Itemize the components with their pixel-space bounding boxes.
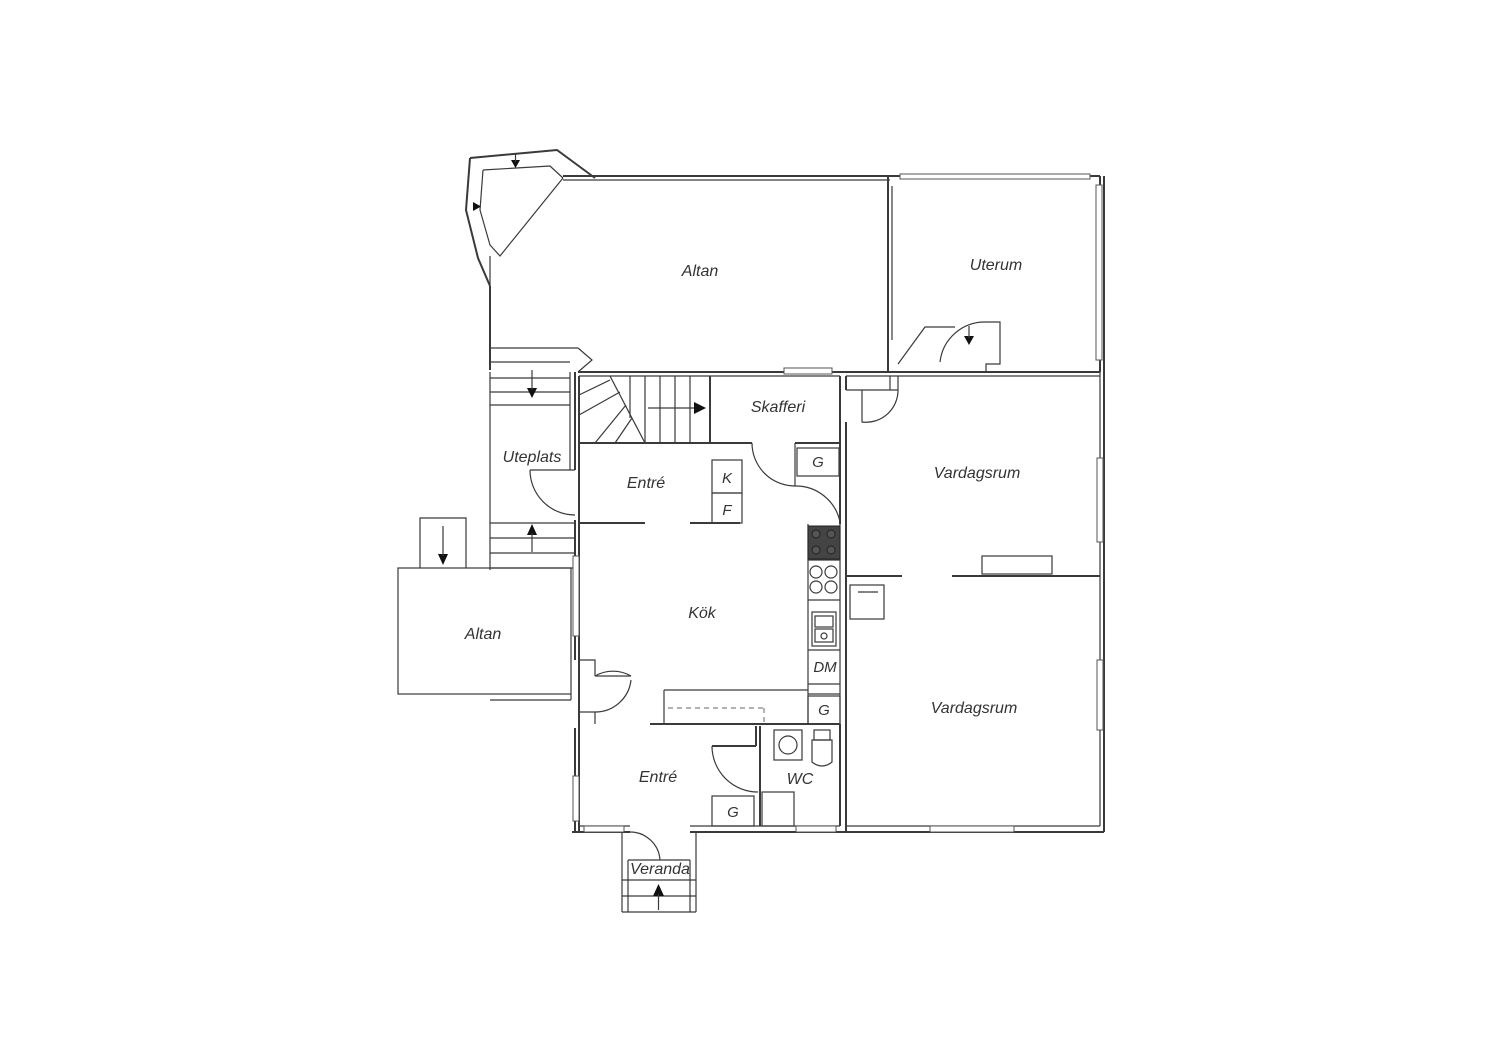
room-label-altan-top: Altan bbox=[681, 263, 719, 280]
fixture-label-k: K bbox=[722, 470, 733, 487]
windows bbox=[572, 367, 1104, 833]
room-label-altan-left: Altan bbox=[464, 626, 502, 643]
arrow-down-icon bbox=[964, 336, 974, 345]
room-label-entre-upper: Entré bbox=[627, 475, 665, 492]
arrow-down-icon bbox=[527, 388, 537, 398]
fixture-label-f: F bbox=[722, 502, 732, 519]
room-label-vardagsrum-upper: Vardagsrum bbox=[934, 465, 1021, 482]
interior-walls bbox=[579, 376, 1100, 832]
room-label-wc: WC bbox=[787, 771, 814, 788]
room-label-veranda: Veranda bbox=[630, 861, 690, 878]
room-label-uterum: Uterum bbox=[970, 257, 1022, 274]
room-label-skafferi: Skafferi bbox=[751, 399, 806, 416]
room-label-uteplats: Uteplats bbox=[503, 449, 562, 466]
interior-staircase bbox=[578, 375, 696, 444]
house-walls bbox=[572, 176, 1105, 833]
fixture-label-g-skafferi: G bbox=[812, 454, 824, 471]
arrow-down-icon bbox=[438, 554, 448, 565]
room-label-vardagsrum-lower: Vardagsrum bbox=[931, 700, 1018, 717]
door-swings bbox=[529, 376, 899, 861]
arrow-right-icon bbox=[473, 202, 481, 211]
altan-left-outline bbox=[397, 517, 572, 701]
arrow-down-icon bbox=[511, 160, 520, 168]
room-label-kok: Kök bbox=[688, 605, 717, 622]
stove bbox=[807, 525, 841, 594]
arrow-right-icon bbox=[694, 402, 706, 414]
kitchen-sink bbox=[811, 611, 837, 647]
uterum-outline bbox=[897, 173, 1103, 372]
uteplats-stairs-upper bbox=[489, 347, 593, 570]
room-label-entre-lower: Entré bbox=[639, 769, 677, 786]
arrow-up-icon bbox=[527, 524, 537, 535]
fixture-label-g-kitchen: G bbox=[818, 702, 830, 719]
arrow-up-icon bbox=[653, 884, 664, 896]
fixture-label-dm: DM bbox=[813, 659, 837, 676]
fixture-label-g-entre: G bbox=[727, 804, 739, 821]
altan-top-outline bbox=[489, 175, 1100, 373]
bay-structure bbox=[464, 148, 596, 287]
